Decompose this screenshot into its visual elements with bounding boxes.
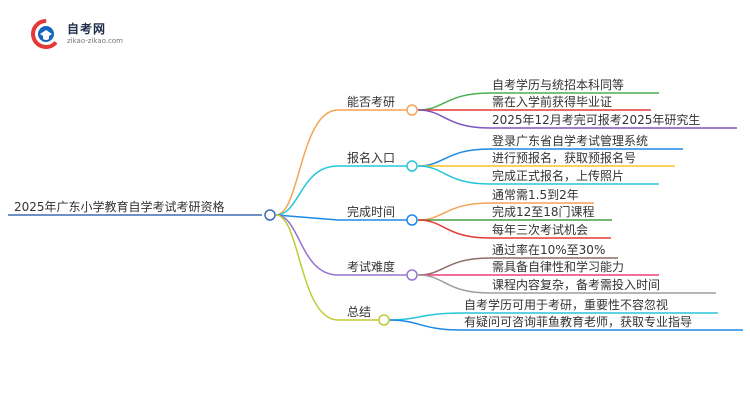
branch-node-4: 总结	[347, 305, 372, 319]
logo-title: 自考网	[67, 22, 107, 36]
leaf-node-b1-l0: 登录广东省自学考试管理系统	[492, 134, 649, 148]
leaf-node-b0-l2: 2025年12月考完可报考2025年研究生	[492, 113, 701, 127]
leaf-node-b4-l1: 有疑问可咨询菲鱼教育老师，获取专业指导	[464, 315, 693, 329]
branch-node-0: 能否考研	[347, 95, 396, 109]
leaf-node-b4-l0: 自考学历可用于考研，重要性不容忽视	[464, 298, 669, 312]
leaf-node-b3-l2: 课程内容复杂，备考需投入时间	[492, 278, 661, 292]
connector-b2-l0	[417, 202, 491, 221]
logo-url: zikao-zikao.com	[67, 37, 123, 45]
connector-b0-l2	[417, 109, 491, 129]
connector-b4-l1	[388, 319, 463, 331]
connector-b4-l0	[388, 312, 463, 321]
connector-root-b2	[275, 214, 339, 221]
connector-root-b4	[275, 214, 339, 321]
site-logo[interactable]: 自考网 zikao-zikao.com	[30, 18, 170, 52]
branch-node-dot-2	[406, 214, 418, 226]
connector-b0-l0	[417, 92, 491, 111]
connector-b1-l0	[417, 148, 491, 167]
root-node-dot	[264, 209, 276, 221]
branch-node-3: 考试难度	[347, 260, 396, 274]
leaf-node-b2-l0: 通常需1.5到2年	[492, 188, 579, 202]
leaf-node-b2-l1: 完成12至18门课程	[492, 205, 595, 219]
branch-node-dot-1	[406, 160, 418, 172]
branch-node-dot-4	[378, 314, 390, 326]
branch-node-dot-0	[406, 104, 418, 116]
root-node: 2025年广东小学教育自学考试考研资格	[14, 200, 225, 214]
leaf-node-b3-l0: 通过率在10%至30%	[492, 243, 606, 257]
branch-node-dot-3	[406, 269, 418, 281]
leaf-node-b1-l1: 进行预报名，获取预报名号	[492, 151, 637, 165]
connector-root-b0	[275, 109, 339, 216]
branch-node-2: 完成时间	[347, 205, 396, 219]
connector-b2-l2	[417, 219, 491, 239]
leaf-node-b0-l1: 需在入学前获得毕业证	[492, 95, 613, 109]
connector-b1-l2	[417, 165, 491, 185]
logo-emblem-icon	[31, 19, 61, 49]
branch-node-1: 报名入口	[347, 151, 396, 165]
connector-root-b3	[275, 214, 339, 276]
leaf-node-b2-l2: 每年三次考试机会	[492, 223, 589, 237]
connector-root-b1	[275, 165, 339, 216]
leaf-node-b3-l1: 需具备自律性和学习能力	[492, 260, 625, 274]
connector-b3-l2	[417, 274, 491, 294]
leaf-node-b1-l2: 完成正式报名，上传照片	[492, 169, 625, 183]
leaf-node-b0-l0: 自考学历与统招本科同等	[492, 78, 625, 92]
connector-b3-l0	[417, 257, 491, 276]
